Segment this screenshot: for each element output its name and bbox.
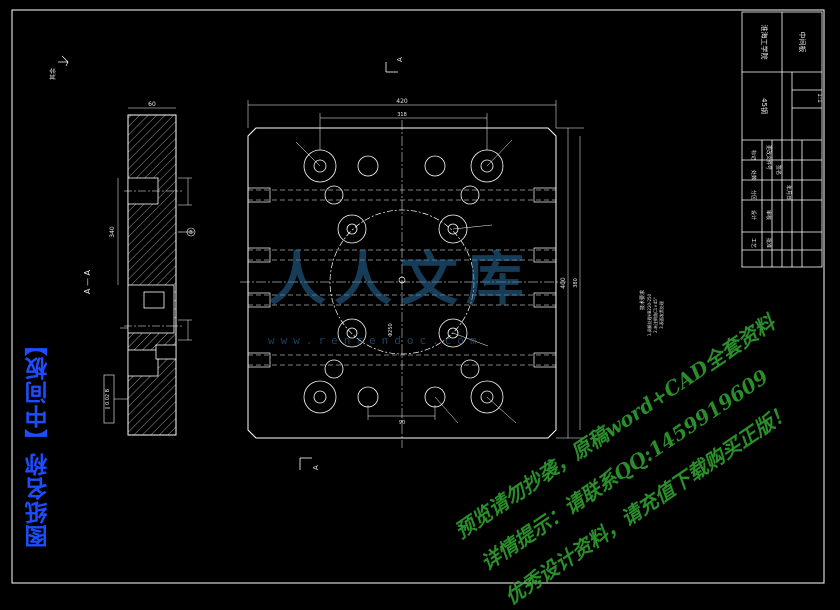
cad-drawing: 淮海工学院 中间板 45钢 1:1 标记 处数 分区 更改文件号 签名 年月日 … xyxy=(11,9,825,584)
title-block xyxy=(741,11,823,268)
dim-right-overall: 400 xyxy=(560,277,567,289)
roughness-note: 其余 xyxy=(49,68,57,80)
tb-row-8: 工艺 xyxy=(750,238,756,248)
tb-row-0: 标记 xyxy=(750,150,757,160)
datum-label: B xyxy=(189,230,193,236)
tech-notes: 技术要求 1.调质处理HB220-250 2.未注倒角C1×45° 3.表面发黑… xyxy=(639,290,664,336)
tb-row-4: 签名 xyxy=(775,165,782,175)
drawing-frame xyxy=(11,9,825,584)
dim-top-overall: 420 xyxy=(396,98,408,105)
title-block-rows: 标记 处数 分区 更改文件号 签名 年月日 设计 审核 工艺 批准 xyxy=(750,145,792,248)
section-view: 60 340 B ∥ 0.02 B xyxy=(103,101,196,436)
tech-note-1: 1.调质处理HB220-250 xyxy=(646,293,652,336)
tb-row-9: 批准 xyxy=(765,238,772,248)
tech-note-0: 技术要求 xyxy=(639,290,646,310)
view-arrow-label-top: A xyxy=(396,57,404,62)
tb-row-3: 更改文件号 xyxy=(765,145,772,170)
dim-side-thickness: 60 xyxy=(148,101,156,108)
tb-row-5: 年月日 xyxy=(785,185,792,200)
tb-row-1: 处数 xyxy=(750,170,757,180)
title-scale: 1:1 xyxy=(816,93,823,103)
roughness-symbol: 其余 xyxy=(49,55,69,80)
tech-note-3: 3.表面发黑处理 xyxy=(658,301,664,329)
tolerance-frame: ∥ 0.02 B xyxy=(105,388,111,409)
title-material: 45钢 xyxy=(760,98,769,114)
section-arrow-bottom xyxy=(299,457,312,470)
tb-row-7: 审核 xyxy=(765,210,772,220)
tech-note-2: 2.未注倒角C1×45° xyxy=(652,297,658,333)
view-arrow-label-bottom: A xyxy=(312,465,320,470)
dim-right-inner: 380 xyxy=(573,278,579,288)
title-part-name: 中间板 xyxy=(798,32,807,53)
title-school: 淮海工学院 xyxy=(760,25,769,60)
tb-row-2: 分区 xyxy=(750,190,757,200)
brand-watermark: 人人文库 xyxy=(268,245,533,313)
section-label: A — A xyxy=(83,269,92,294)
brand-url: www.renrendoc.com xyxy=(268,334,483,347)
tb-row-6: 设计 xyxy=(750,210,757,220)
section-arrow-top xyxy=(385,62,398,73)
dim-bottom-spacing: 90 xyxy=(399,420,405,426)
plan-view: 420 318 90 400 380 Φ250 xyxy=(240,98,584,448)
dim-side-height: 340 xyxy=(109,226,116,238)
dim-top-inner: 318 xyxy=(397,112,407,118)
drawing-title-vertical: 图纸名称【中间板】 xyxy=(25,332,52,548)
dim-circle-dia: Φ250 xyxy=(388,323,394,336)
